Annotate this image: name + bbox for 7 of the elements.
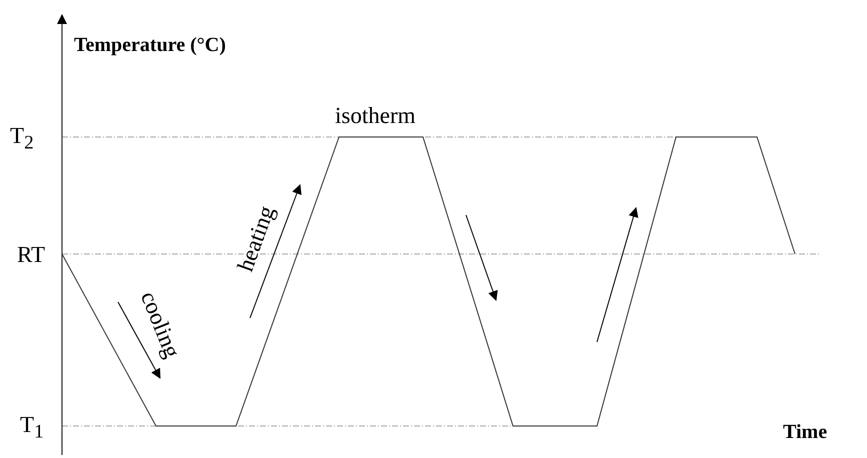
tick-label: T$_{2}$ — [10, 124, 34, 153]
phase-label: cooling — [136, 288, 184, 361]
tick-label: T$_{1}$ — [20, 413, 44, 442]
axis-title: Time — [783, 422, 828, 442]
phase-label: isotherm — [335, 104, 416, 127]
axis-title: Temperature (°C) — [74, 35, 226, 55]
tick-label: RT — [17, 243, 46, 266]
